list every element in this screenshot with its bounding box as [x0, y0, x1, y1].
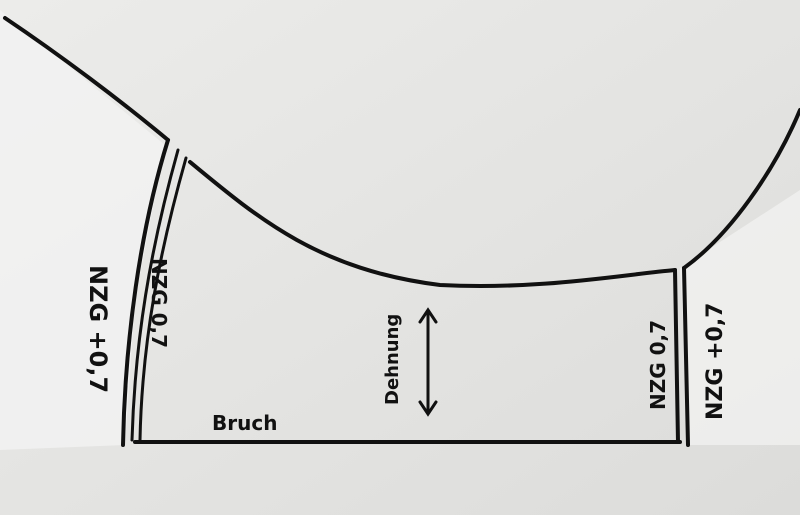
seam-line-left-1: [130, 148, 180, 442]
label-left-outer: NZG +0,7: [84, 265, 112, 393]
tracing-paper-right: [680, 190, 800, 445]
seam-line-right: [673, 268, 680, 444]
label-fold: Bruch: [212, 411, 277, 435]
seam-line-left-2: [138, 156, 188, 442]
label-right-inner: NZG 0,7: [646, 320, 670, 410]
seam-allowance-line-right: [682, 266, 690, 447]
label-stretch: Dehnung: [382, 314, 403, 405]
label-right-outer: NZG +0,7: [703, 303, 728, 421]
tracing-paper-left: [0, 10, 165, 450]
stretch-arrow-icon: [418, 307, 438, 417]
neckline-curve: [188, 160, 677, 288]
label-left-inner: NZG 0,7: [147, 258, 171, 348]
outer-curve-right: [682, 108, 800, 270]
outer-curve-left: [3, 16, 170, 142]
seam-allowance-line-left: [121, 138, 170, 447]
